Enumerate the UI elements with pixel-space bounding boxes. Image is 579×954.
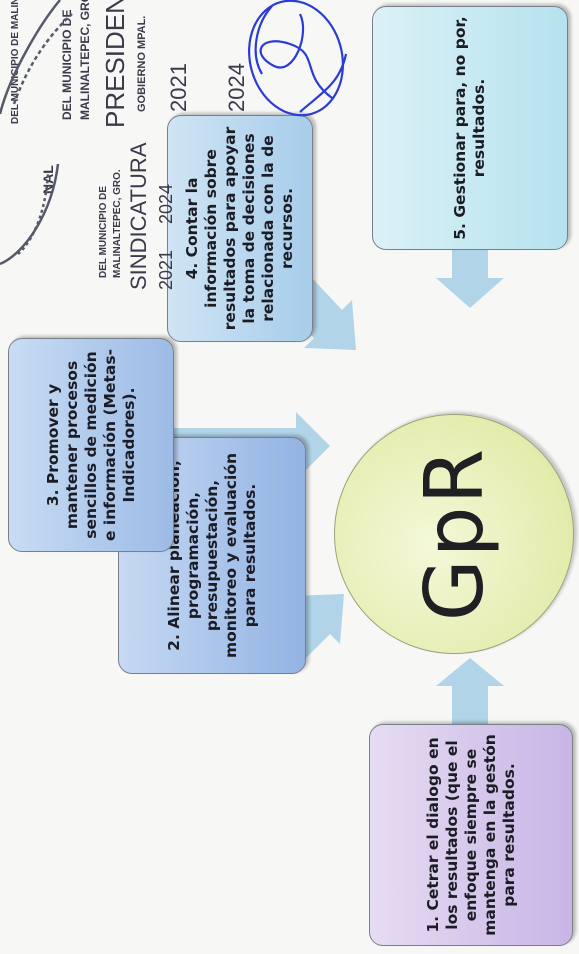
stamp1-line-4: 2021 [156, 249, 176, 290]
seal-fragment: NAL [40, 165, 56, 194]
step-box-4: 4. Contar la información sobre resultado… [167, 115, 313, 342]
stamp2-line-5: 2021 [166, 63, 191, 112]
gpr-center-circle: GpR [334, 414, 574, 654]
seal-lettering: DEL MUNICIPIO DE MALINALTEPEC, GRO. [10, 0, 21, 124]
arrow-box5-to-center [436, 250, 504, 308]
stamp2-line-6: 2024 [224, 63, 249, 112]
stamp2-line-1: DEL MUNICIPIO DE [60, 9, 74, 120]
stamp1-line-1: DEL MUNICIPIO DE [98, 185, 109, 278]
step-box-3: 3. Promover y mantener procesos sencillo… [8, 338, 174, 552]
step-box-1: 1. Cetrar el dialogo en los resultados (… [369, 724, 573, 946]
stamp2-line-3: PRESIDENCIA [100, 0, 130, 128]
stamp1-line-2: MALINALTEPEC, GRO. [112, 169, 123, 278]
stamp1-line-5: 2024 [156, 183, 176, 224]
stamp2-line-4: GOBIERNO MPAL. [136, 15, 148, 112]
stamp1-line-3: SINDICATURA [126, 142, 151, 291]
center-label: GpR [407, 446, 501, 622]
arrow-box1-to-center [436, 658, 504, 724]
step-box-5: 5. Gestionar para, no por, resultados. [372, 6, 568, 250]
stamp2-line-2: MALINALTEPEC, GRO. [78, 0, 92, 120]
